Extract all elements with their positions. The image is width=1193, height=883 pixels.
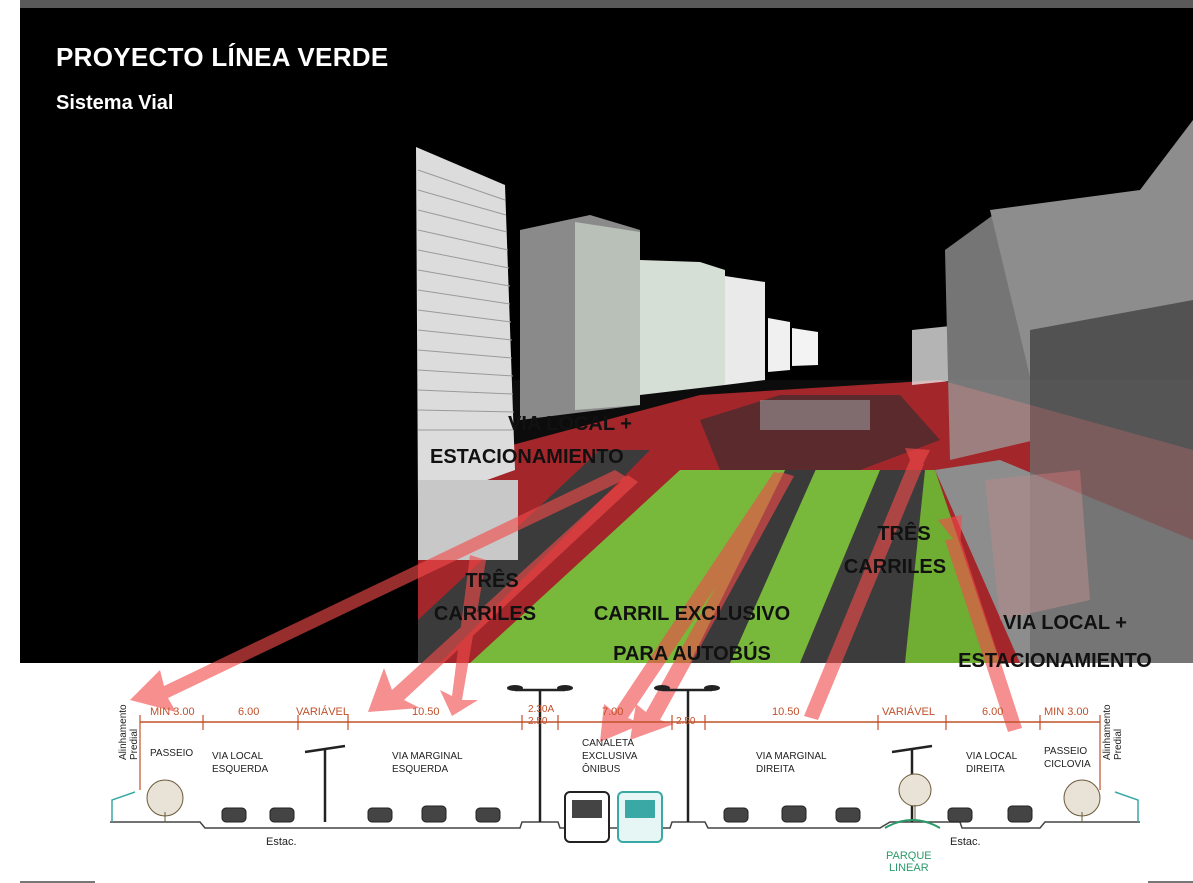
label-tres-carriles-left: TRÊS CARRILES [420,565,550,631]
label-line: VIA LOCAL + [1003,612,1127,634]
dim-label: 2.30A [528,704,555,715]
zone-line: VIA MARGINAL [392,751,463,762]
label-tres-carriles-right: TRÊS CARRILES [830,518,960,584]
zone-line: EXCLUSIVA [582,751,638,762]
zone-via-marginal-esquerda: VIA MARGINAL ESQUERDA [392,750,463,776]
dim-label: 7.00 [602,706,624,718]
zone-line: DIREITA [756,764,795,775]
label-line: PARA AUTOBÚS [613,643,771,665]
label-line: TRÊS [877,523,931,545]
top-bar [20,0,1193,8]
zone-line: PASSEIO [1044,746,1088,757]
label-line: CARRILES [843,556,947,578]
zone-canaleta: CANALETA EXCLUSIVA ÔNIBUS [582,737,637,776]
zone-line: VIA LOCAL [212,751,264,762]
label-line: ESTACIONAMIENTO [958,650,1152,672]
zone-line: CICLOVIA [1044,759,1091,770]
zone-passeio-ciclovia: PASSEIO CICLOVIA [1044,745,1091,771]
alinhamento-line: Predial [129,728,140,760]
zone-line: ESQUERDA [392,764,449,775]
alinhamento-left: Alinhamento Predial [118,704,140,760]
zone-line: VIA MARGINAL [756,751,827,762]
zone-line: DIREITA [966,764,1005,775]
dim-label: 2.50 [528,716,548,727]
label-line: TRÊS [465,570,519,592]
zone-via-marginal-direita: VIA MARGINAL DIREITA [756,750,827,776]
parque-line: LINEAR [888,862,929,874]
label-carril-exclusivo: CARRIL EXCLUSIVO PARA AUTOBÚS [572,594,812,674]
label-line: VIA LOCAL + [508,413,632,435]
buildings-left [416,147,818,560]
dim-label: 10.50 [772,706,800,718]
dim-label: 2.50 [676,716,696,727]
dim-label: VARIÁVEL [296,706,349,718]
label-line: ESTACIONAMIENTO [430,446,624,468]
zone-line: VIA LOCAL [966,751,1018,762]
zone-via-local-esquerda: VIA LOCAL ESQUERDA [212,750,268,776]
zone-line: ÔNIBUS [582,764,621,775]
bottom-rule-left [20,881,95,883]
page-title: PROYECTO LÍNEA VERDE [56,42,389,72]
alinhamento-line: Alinhamento [118,704,129,760]
zone-line: CANALETA [582,738,635,749]
callout-arrows [130,448,1022,742]
parque-line: PARQUE [886,850,932,862]
label-via-local-right: VIA LOCAL + ESTACIONAMIENTO [935,604,1175,680]
parque-linear-label: PARQUE LINEAR [886,850,932,874]
dim-label: 10.50 [412,706,440,718]
dim-label: MIN 3.00 [150,706,195,718]
estac-label-left: Estac. [266,836,297,848]
label-line: CARRIL EXCLUSIVO [593,603,791,625]
alinhamento-right: Alinhamento Predial [1102,704,1124,760]
estac-label-right: Estac. [950,836,981,848]
dim-label: 6.00 [982,706,1004,718]
zone-line: ESQUERDA [212,764,269,775]
bottom-rule-right [1148,881,1193,883]
alinhamento-line: Alinhamento [1102,704,1113,760]
alinhamento-line: Predial [1113,728,1124,760]
zone-via-local-direita: VIA LOCAL DIREITA [966,750,1017,776]
label-line: CARRILES [433,603,537,625]
dim-label: MIN 3.00 [1044,706,1089,718]
dim-label: VARIÁVEL [882,706,935,718]
zone-passeio: PASSEIO [150,748,194,759]
dim-label: 6.00 [238,706,260,718]
label-via-local-left: VIA LOCAL + ESTACIONAMIENTO [430,408,670,474]
page-subtitle: Sistema Vial [56,92,174,114]
cross-section [110,685,1140,843]
buildings-right [912,120,1193,663]
